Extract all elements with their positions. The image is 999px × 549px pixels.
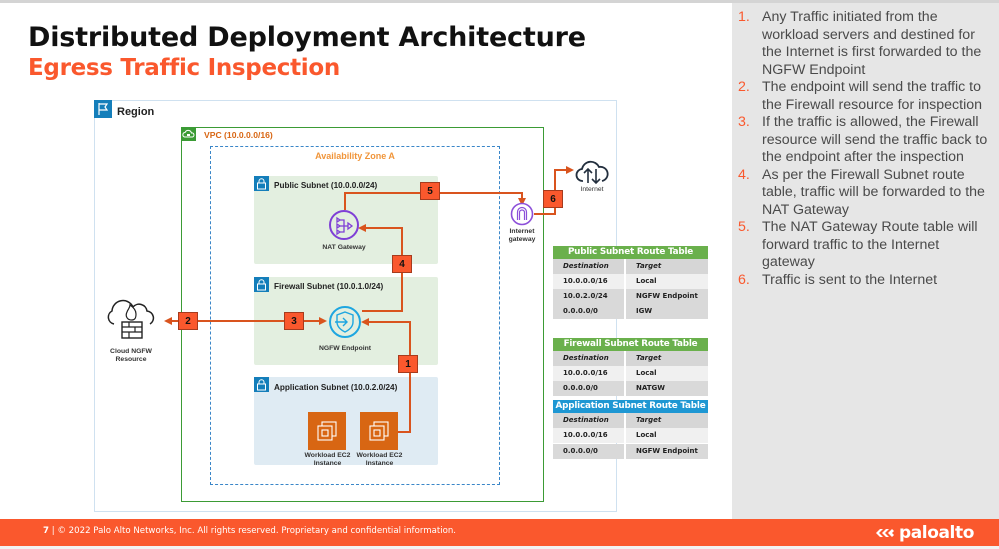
- flow-step-1: [361, 318, 411, 433]
- cloud-ngfw-resource-label: Cloud NGFW Resource: [110, 348, 152, 363]
- ec2-instance-icon: [308, 412, 346, 450]
- ec2-instance-label: Workload EC2 Instance: [304, 452, 351, 467]
- step-note: 3.If the traffic is allowed, the Firewal…: [738, 114, 988, 165]
- public-subnet-label: Public Subnet (10.0.0.0/24): [274, 181, 378, 190]
- public-subnet: [254, 176, 438, 264]
- step-note: 6.Traffic is sent to the Internet: [738, 271, 938, 288]
- internet-gateway-label: Internet gateway: [508, 228, 536, 243]
- nat-gateway-icon: [328, 209, 360, 246]
- availability-zone-container: [210, 146, 500, 485]
- step-badge-5: 5: [420, 182, 440, 200]
- ngfw-endpoint-label: NGFW Endpoint: [318, 345, 372, 352]
- slide-subtitle: Egress Traffic Inspection: [28, 55, 340, 81]
- paloalto-logo: paloalto: [875, 523, 974, 543]
- nat-gateway-label: NAT Gateway: [322, 244, 366, 251]
- step-badge-6: 6: [543, 190, 563, 208]
- region-label: Region: [117, 106, 155, 118]
- internet-cloud-icon: [574, 157, 610, 190]
- firewall-subnet-label: Firewall Subnet (10.0.1.0/24): [274, 282, 384, 291]
- application-subnet-label: Application Subnet (10.0.2.0/24): [274, 383, 398, 392]
- ngfw-endpoint-icon: [328, 305, 362, 344]
- step-badge-3: 3: [284, 312, 304, 330]
- top-border: [0, 0, 999, 3]
- internet-gateway-icon: [510, 202, 534, 231]
- lock-icon: [254, 176, 269, 191]
- paloalto-logo-icon: [875, 529, 894, 537]
- lock-icon: [254, 277, 269, 292]
- lock-icon: [254, 377, 269, 392]
- ec2-instance-icon: [360, 412, 398, 450]
- internet-label: Internet: [580, 186, 604, 193]
- route-table-title: Application Subnet Route Table: [553, 400, 708, 413]
- vpc-label: VPC (10.0.0.0/16): [204, 130, 273, 140]
- route-table-title: Public Subnet Route Table: [553, 246, 708, 259]
- footer-copyright: 7 | © 2022 Palo Alto Networks, Inc. All …: [43, 526, 457, 536]
- region-flag-icon: [94, 100, 112, 118]
- footer-bar: 7 | © 2022 Palo Alto Networks, Inc. All …: [0, 519, 999, 546]
- ec2-instance-label: Workload EC2 Instance: [356, 452, 403, 467]
- cloud-ngfw-resource-icon: [104, 298, 160, 345]
- slide-title: Distributed Deployment Architecture: [28, 22, 586, 53]
- route-table-title: Firewall Subnet Route Table: [553, 338, 708, 351]
- step-badge-1: 1: [398, 355, 418, 373]
- application-subnet: [254, 377, 438, 465]
- availability-zone-label: Availability Zone A: [315, 151, 395, 161]
- step-badge-2: 2: [178, 312, 198, 330]
- step-badge-4: 4: [392, 255, 412, 273]
- bottom-border: [0, 546, 999, 549]
- vpc-cloud-icon: [181, 127, 196, 141]
- page-number: 7: [43, 526, 49, 536]
